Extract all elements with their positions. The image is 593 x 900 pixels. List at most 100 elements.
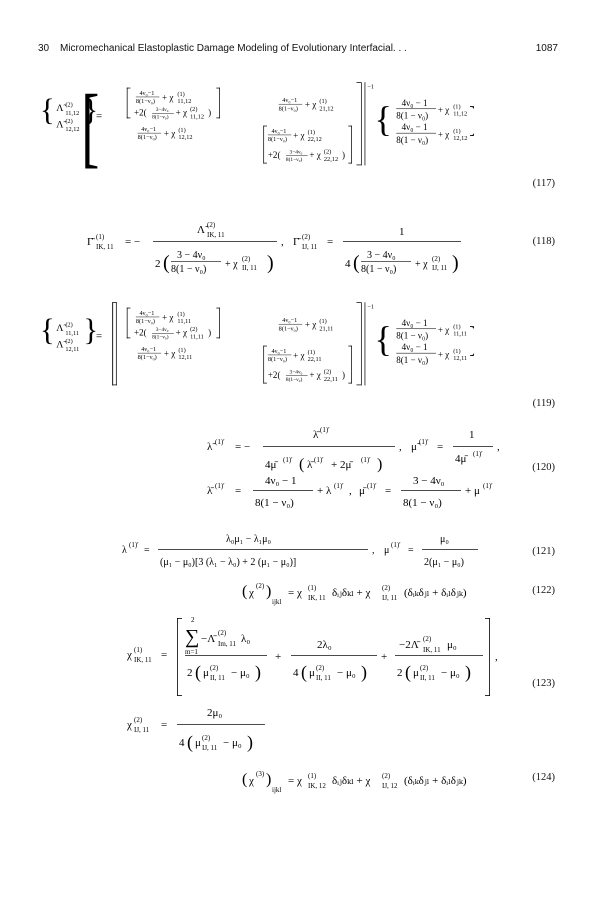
svg-text:− μ₀: − μ₀ — [337, 667, 356, 679]
svg-text:(: ( — [301, 662, 307, 683]
svg-text:λ̄: λ̄ — [313, 429, 320, 441]
svg-text:21,12: 21,12 — [319, 105, 333, 112]
svg-text:−1: −1 — [367, 84, 374, 91]
svg-text:IK, 11: IK, 11 — [308, 594, 326, 602]
equation-number: (119) — [532, 398, 555, 409]
svg-text:(1): (1) — [453, 348, 460, 355]
svg-text:,: , — [399, 441, 402, 453]
svg-text:λ: λ — [122, 545, 127, 556]
svg-text:+ χ: + χ — [225, 259, 238, 270]
equation-118: Γ̄IK, 11(1) = − Λ̃IK, 11(2) 2( 3 − 4ν₀8(… — [87, 221, 461, 275]
svg-text:): ) — [342, 150, 345, 160]
svg-text:IK, 11: IK, 11 — [96, 243, 114, 251]
svg-text:4ν₀ − 1: 4ν₀ − 1 — [402, 318, 428, 328]
svg-text:8(1 − ν₀): 8(1 − ν₀) — [361, 264, 396, 275]
svg-text:=: = — [144, 545, 150, 556]
svg-text:λ₀: λ₀ — [241, 633, 250, 645]
svg-text:3 − 4ν₀: 3 − 4ν₀ — [177, 250, 206, 261]
svg-text:IJ, 11: IJ, 11 — [134, 726, 150, 734]
svg-text:8(1 − ν₀): 8(1 − ν₀) — [255, 497, 294, 509]
svg-text:+ χ: + χ — [305, 320, 316, 330]
svg-text:II, 11: II, 11 — [242, 264, 257, 272]
svg-text:(2): (2) — [218, 629, 227, 637]
svg-text:+ χ: + χ — [162, 312, 173, 322]
svg-text:11,11: 11,11 — [453, 331, 467, 338]
svg-text:): ) — [208, 328, 211, 338]
svg-text:IJ, 11: IJ, 11 — [382, 594, 398, 602]
svg-text:=: = — [235, 485, 241, 497]
svg-text:}: } — [467, 319, 474, 359]
svg-text:}: } — [83, 313, 98, 347]
svg-text:{: { — [375, 319, 392, 359]
svg-text:8(1 − ν₀): 8(1 − ν₀) — [396, 135, 428, 145]
svg-text:(1): (1) — [308, 584, 317, 592]
svg-text:(2): (2) — [65, 102, 72, 109]
svg-text:8(1−ν₀): 8(1−ν₀) — [286, 376, 303, 383]
svg-text:= −: = − — [125, 236, 140, 248]
svg-text:,: , — [495, 651, 498, 663]
svg-text:): ) — [361, 662, 367, 683]
svg-text:(: ( — [242, 771, 247, 788]
svg-text:12,12: 12,12 — [178, 134, 192, 141]
svg-text:(δᵢₖδⱼₗ + δᵢₗδⱼₖ): (δᵢₖδⱼₗ + δᵢₗδⱼₖ) — [404, 587, 467, 599]
svg-text:3−4ν₀: 3−4ν₀ — [156, 107, 169, 113]
svg-text:(1): (1) — [319, 318, 326, 325]
svg-text:(2): (2) — [190, 106, 197, 113]
svg-text:21,11: 21,11 — [319, 325, 333, 332]
svg-text:− μ₀: − μ₀ — [441, 667, 460, 679]
svg-text:= χ: = χ — [288, 775, 302, 787]
svg-text:11,12: 11,12 — [190, 113, 204, 120]
svg-text:Γ̄: Γ̄ — [87, 236, 95, 248]
svg-text:22,12: 22,12 — [308, 136, 322, 143]
svg-text:+ χ: + χ — [176, 328, 187, 338]
svg-text:−1: −1 — [367, 304, 374, 311]
svg-text:(: ( — [242, 583, 247, 600]
svg-text:λ̄: λ̄ — [307, 459, 314, 471]
svg-text:μ₀: μ₀ — [447, 639, 457, 651]
svg-text:(2): (2) — [242, 255, 251, 263]
svg-text:=: = — [437, 441, 443, 453]
svg-text:+ χ: + χ — [176, 108, 187, 118]
svg-text:+ χ: + χ — [293, 130, 304, 140]
chapter-title: Micromechanical Elastoplastic Damage Mod… — [60, 43, 407, 54]
svg-text:(1): (1) — [453, 128, 460, 135]
svg-text:IK, 11: IK, 11 — [207, 231, 225, 239]
svg-text:+2(: +2( — [134, 108, 147, 118]
svg-text:4ν₀ − 1: 4ν₀ − 1 — [402, 122, 428, 132]
svg-text:4ν₀−1: 4ν₀−1 — [271, 128, 286, 135]
svg-text:(1): (1) — [308, 349, 315, 356]
svg-text:11,12: 11,12 — [453, 111, 467, 118]
equation-117: { Λ̃11,12(2) Λ̃12,12(2) } = [ 4ν₀−18(1−ν… — [40, 78, 474, 175]
svg-text:): ) — [465, 662, 471, 683]
svg-text:+ χ: + χ — [438, 325, 449, 335]
svg-text:3−4ν₀: 3−4ν₀ — [156, 327, 169, 333]
svg-text:,: , — [497, 441, 500, 453]
svg-text:11,12: 11,12 — [177, 98, 191, 105]
svg-text:(1): (1) — [96, 233, 105, 241]
svg-text:8(1−ν₀): 8(1−ν₀) — [268, 136, 287, 143]
svg-text:(1): (1) — [134, 646, 143, 654]
svg-text:(2): (2) — [302, 233, 311, 241]
svg-text:− μ₀: − μ₀ — [231, 667, 250, 679]
svg-text:): ) — [247, 732, 253, 753]
svg-text:8(1−ν₀): 8(1−ν₀) — [136, 98, 155, 105]
svg-text:λ̄: λ̄ — [207, 485, 214, 497]
svg-text:): ) — [452, 252, 459, 274]
svg-text:(1)′: (1)′ — [483, 482, 493, 490]
svg-text:IK, 11: IK, 11 — [134, 656, 152, 664]
svg-text:IK, 12: IK, 12 — [308, 782, 326, 790]
svg-text:(: ( — [353, 252, 360, 274]
svg-text:(1)′: (1)′ — [129, 541, 139, 549]
svg-text:4μ̄: 4μ̄ — [265, 459, 278, 471]
svg-text:+ χ: + χ — [305, 100, 316, 110]
svg-text:3−4ν₀: 3−4ν₀ — [290, 370, 303, 376]
svg-text:=: = — [161, 719, 167, 731]
svg-text:2μ₀: 2μ₀ — [207, 707, 222, 719]
page-ref: 1087 — [535, 43, 558, 54]
svg-text:(1)′: (1)′ — [314, 456, 324, 464]
svg-text:Λ̃: Λ̃ — [56, 119, 67, 130]
svg-text:(μ₁ − μ₀)[3 (λ₁ − λ₀) + 2 (μ₁: (μ₁ − μ₀)[3 (λ₁ − λ₀) + 2 (μ₁ − μ₀)] — [160, 557, 296, 568]
equation-number: (118) — [532, 236, 555, 247]
